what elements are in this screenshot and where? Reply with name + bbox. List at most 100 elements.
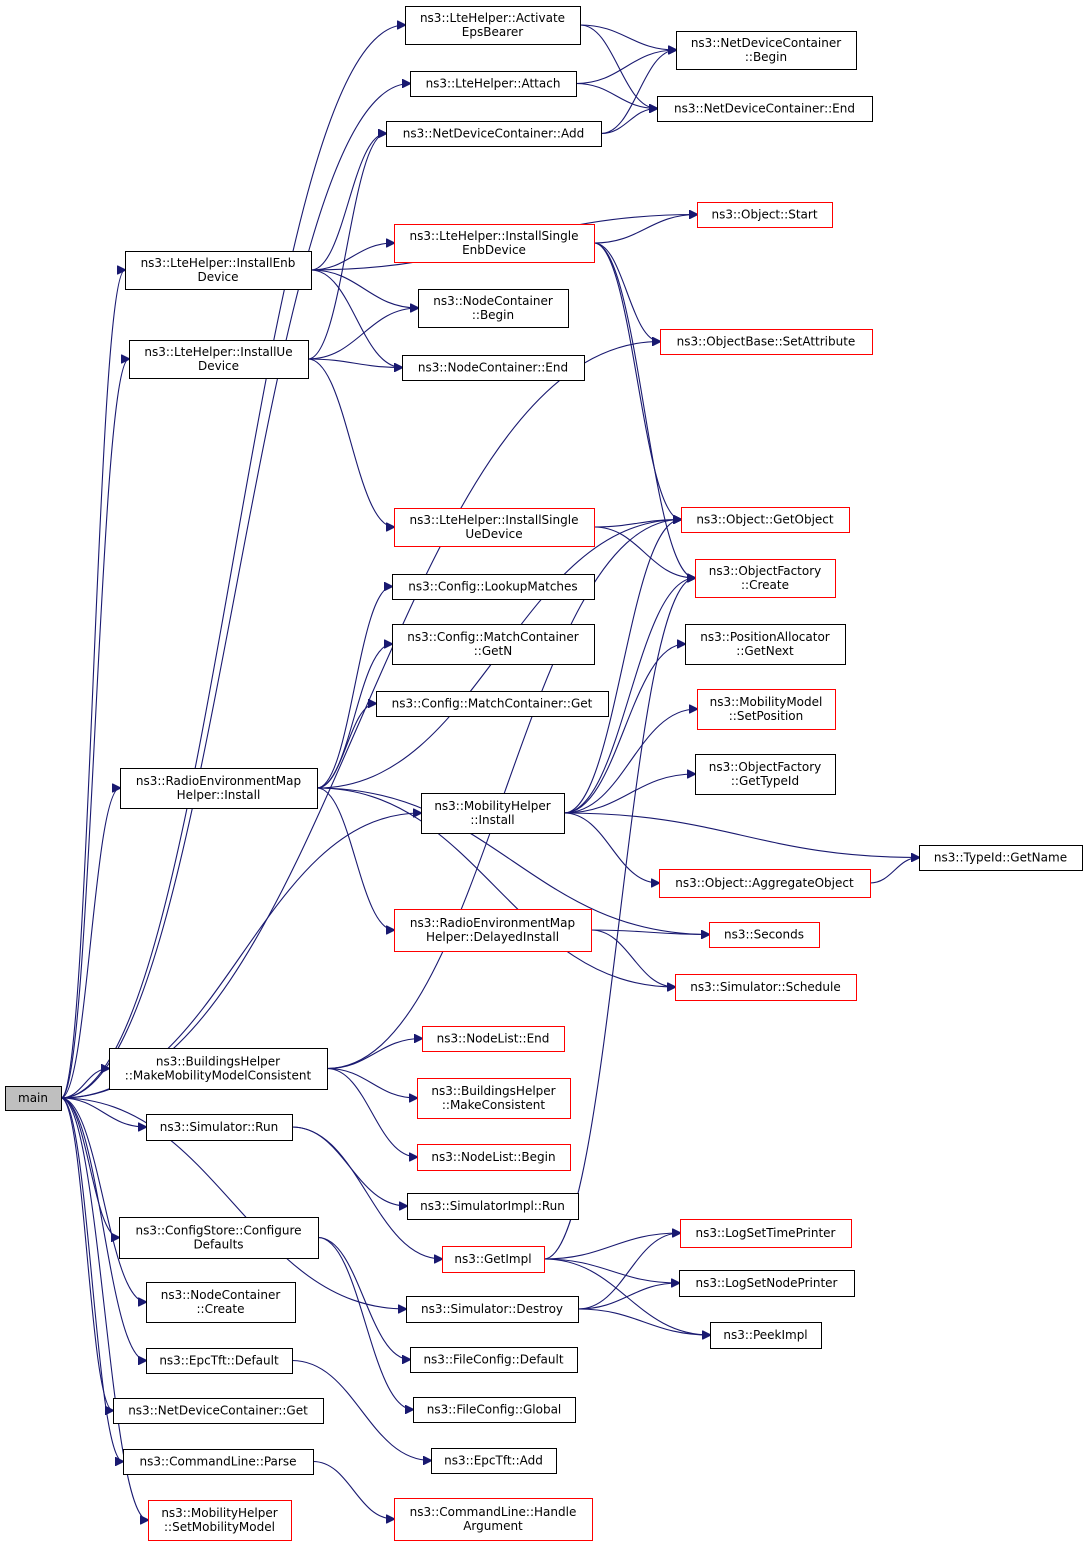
node-label: main	[18, 1091, 48, 1105]
edge-installEnb-to-ndcAdd	[310, 134, 386, 271]
node-label: ns3::ConfigStore::Configure	[135, 1224, 301, 1238]
node-box	[109, 1048, 328, 1090]
node-box	[695, 559, 836, 598]
node-box	[406, 1296, 579, 1323]
node-logNode[interactable]: ns3::LogSetNodePrinter	[679, 1270, 855, 1297]
node-fcGlobal[interactable]: ns3::FileConfig::Global	[413, 1397, 576, 1423]
node-simDestroy[interactable]: ns3::Simulator::Destroy	[406, 1296, 579, 1323]
node-label: ns3::Object::AggregateObject	[675, 876, 854, 890]
edge-attach-to-ndcEnd	[575, 82, 657, 109]
node-box	[125, 251, 312, 290]
node-nlEnd[interactable]: ns3::NodeList::End	[422, 1026, 565, 1052]
node-mcGetN[interactable]: ns3::Config::MatchContainer::GetN	[392, 624, 595, 665]
node-bhMake[interactable]: ns3::BuildingsHelper::MakeMobilityModelC…	[109, 1048, 328, 1090]
node-logTime[interactable]: ns3::LogSetTimePrinter	[680, 1219, 852, 1248]
node-label: ns3::CommandLine::Handle	[410, 1505, 577, 1519]
node-lookupMatches[interactable]: ns3::Config::LookupMatches	[392, 574, 595, 600]
node-attach[interactable]: ns3::LteHelper::Attach	[410, 71, 577, 97]
node-label: ns3::MobilityModel	[710, 695, 823, 709]
node-getImpl[interactable]: ns3::GetImpl	[442, 1246, 545, 1273]
node-seconds[interactable]: ns3::Seconds	[709, 922, 820, 948]
node-ndcEnd[interactable]: ns3::NetDeviceContainer::End	[657, 96, 873, 122]
node-mmSetPos[interactable]: ns3::MobilityModel::SetPosition	[697, 689, 836, 730]
node-simRun[interactable]: ns3::Simulator::Run	[146, 1114, 293, 1141]
node-ncCreate[interactable]: ns3::NodeContainer::Create	[146, 1282, 296, 1323]
edge-main-to-remInstall	[60, 788, 120, 1099]
node-main[interactable]: main	[5, 1086, 62, 1111]
node-getObject[interactable]: ns3::Object::GetObject	[681, 507, 850, 533]
node-ndcBegin[interactable]: ns3::NetDeviceContainer::Begin	[676, 31, 857, 70]
node-ncEnd[interactable]: ns3::NodeContainer::End	[402, 355, 585, 381]
node-tftAdd[interactable]: ns3::EpcTft::Add	[431, 1448, 557, 1474]
node-ndcGet[interactable]: ns3::NetDeviceContainer::Get	[113, 1398, 324, 1424]
node-label: Device	[198, 359, 239, 373]
edge-csConfigure-to-fcDefault	[317, 1236, 410, 1360]
node-box	[119, 1217, 319, 1259]
node-objStart[interactable]: ns3::Object::Start	[697, 202, 833, 228]
node-box	[660, 329, 873, 355]
node-clParse[interactable]: ns3::CommandLine::Parse	[123, 1449, 314, 1475]
node-label: ::MakeMobilityModelConsistent	[125, 1069, 312, 1083]
node-label: ns3::ObjectBase::SetAttribute	[677, 335, 856, 349]
edge-aggObj-to-tidGetName	[869, 858, 919, 884]
node-box	[123, 1449, 314, 1475]
node-box	[392, 574, 595, 600]
node-remDelayed[interactable]: ns3::RadioEnvironmentMapHelper::DelayedI…	[394, 909, 592, 952]
node-box	[392, 624, 595, 665]
node-box	[417, 1078, 571, 1119]
node-label: Defaults	[193, 1238, 243, 1252]
node-box	[394, 508, 595, 547]
node-label: ns3::NodeContainer	[161, 1288, 281, 1302]
node-bhConsistent[interactable]: ns3::BuildingsHelper::MakeConsistent	[417, 1078, 571, 1119]
node-setAttr[interactable]: ns3::ObjectBase::SetAttribute	[660, 329, 873, 355]
node-mhSetMobility[interactable]: ns3::MobilityHelper::SetMobilityModel	[148, 1500, 292, 1541]
node-label: Device	[197, 270, 238, 284]
node-label: ns3::NetDeviceContainer::Get	[128, 1404, 308, 1418]
node-simSchedule[interactable]: ns3::Simulator::Schedule	[675, 974, 857, 1001]
node-label: ns3::NetDeviceContainer::Add	[403, 127, 584, 141]
node-label: ns3::MobilityHelper	[434, 799, 550, 813]
node-nlBegin[interactable]: ns3::NodeList::Begin	[417, 1144, 571, 1171]
edge-installSingleEnb-to-ofCreate	[593, 242, 695, 578]
node-box	[679, 1270, 855, 1297]
node-tftDefault[interactable]: ns3::EpcTft::Default	[146, 1348, 293, 1374]
node-label: ns3::PositionAllocator	[700, 630, 830, 644]
node-label: ns3::BuildingsHelper	[156, 1055, 280, 1069]
node-box	[402, 355, 585, 381]
node-peekImpl[interactable]: ns3::PeekImpl	[710, 1322, 822, 1349]
node-label: ::Begin	[472, 308, 514, 322]
node-label: ns3::Config::MatchContainer::Get	[392, 697, 593, 711]
edge-installEnb-to-ncEnd	[310, 269, 402, 368]
edge-main-to-installEnb	[60, 270, 125, 1099]
node-ofCreate[interactable]: ns3::ObjectFactory::Create	[695, 559, 836, 598]
edge-remInstall-to-mcGet	[316, 704, 376, 789]
call-edges	[60, 25, 919, 1520]
node-label: ns3::RadioEnvironmentMap	[410, 916, 575, 930]
node-box	[421, 793, 565, 834]
node-fcDefault[interactable]: ns3::FileConfig::Default	[410, 1347, 578, 1373]
node-simImplRun[interactable]: ns3::SimulatorImpl::Run	[407, 1193, 579, 1220]
node-paGetNext[interactable]: ns3::PositionAllocator::GetNext	[685, 624, 846, 665]
node-ofGetTypeId[interactable]: ns3::ObjectFactory::GetTypeId	[695, 754, 836, 795]
edge-remInstall-to-seconds	[316, 787, 709, 935]
node-mcGet[interactable]: ns3::Config::MatchContainer::Get	[376, 691, 609, 717]
node-ndcAdd[interactable]: ns3::NetDeviceContainer::Add	[386, 121, 602, 147]
node-aggObj[interactable]: ns3::Object::AggregateObject	[659, 869, 871, 898]
node-box	[675, 974, 857, 1001]
node-box	[676, 31, 857, 70]
node-ncBegin[interactable]: ns3::NodeContainer::Begin	[418, 289, 569, 328]
node-label: ns3::Simulator::Run	[160, 1120, 278, 1134]
edge-installSingleUe-to-ofCreate	[593, 526, 695, 578]
node-label: ns3::Config::MatchContainer	[407, 630, 578, 644]
edge-remInstall-to-remDelayed	[316, 787, 394, 930]
node-mhInstall[interactable]: ns3::MobilityHelper::Install	[421, 793, 565, 834]
node-tidGetName[interactable]: ns3::TypeId::GetName	[919, 845, 1083, 871]
